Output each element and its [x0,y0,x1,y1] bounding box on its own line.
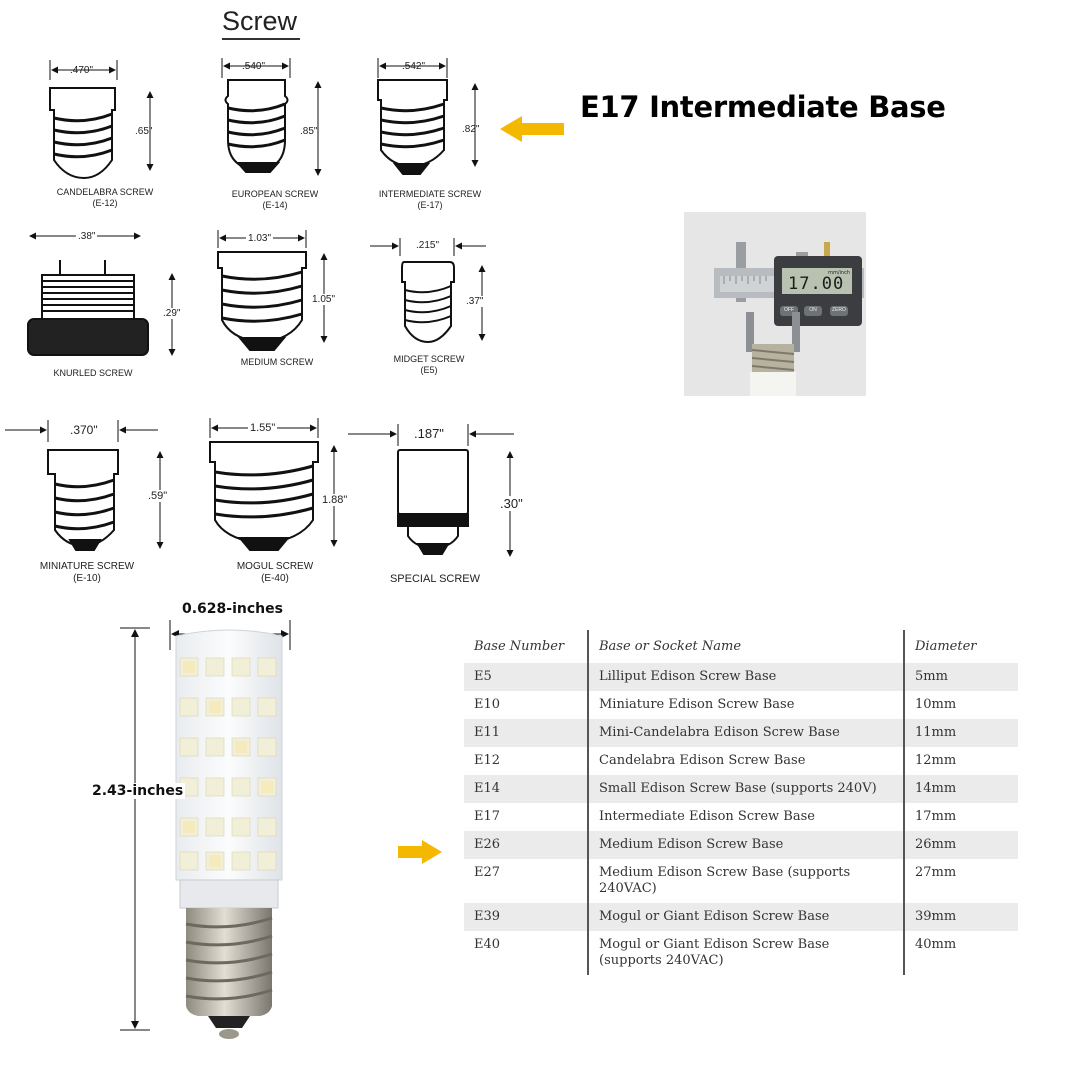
mogul-label: MOGUL SCREW(E-40) [236,561,314,584]
intermediate-width: .542" [402,61,426,72]
cell-base-name: Miniature Edison Screw Base [587,691,904,719]
candelabra-width: .470" [70,65,94,76]
european-screw-diagram [221,58,322,176]
cell-diameter: 11mm [903,719,1018,747]
header-diameter: Diameter [903,630,1018,663]
miniature-height: .59" [148,490,168,502]
candelabra-height: .65" [135,126,153,137]
cell-base-name: Mini-Candelabra Edison Screw Base [587,719,904,747]
caliper-units: mm/inch [828,270,850,276]
intermediate-screw-diagram [377,58,479,175]
base-table: Base Number Base or Socket Name Diameter… [464,630,1018,975]
special-label: SPECIAL SCREW [389,573,481,585]
cell-diameter: 5mm [903,663,1018,691]
special-width: .187" [414,426,444,441]
midget-height: .37" [466,296,484,307]
candelabra-screw-diagram [49,60,154,180]
midget-label: MIDGET SCREW(E5) [393,354,465,375]
cell-diameter: 12mm [903,747,1018,775]
headline: E17 Intermediate Base [580,90,946,124]
mogul-height: 1.88" [322,494,348,506]
cell-base-name: Intermediate Edison Screw Base [587,803,904,831]
european-label: EUROPEAN SCREW(E-14) [231,189,319,210]
caliper-reading: 17.00 [788,274,845,294]
knurled-width: .38" [76,231,98,242]
european-width: .540" [242,61,266,72]
cell-base-number: E11 [464,719,588,747]
arrow-right-icon [500,116,564,142]
midget-width: .215" [416,240,440,251]
cell-base-name: Mogul or Giant Edison Screw Base (suppor… [587,931,904,975]
miniature-label: MINIATURE SCREW(E-10) [39,561,135,584]
european-height: .85" [300,126,318,137]
caliper-photo: mm/inch 17.00 OFF ON ZERO [684,212,866,396]
header-base-name: Base or Socket Name [587,630,904,663]
knurled-height: .29" [163,308,181,319]
cell-base-name: Medium Edison Screw Base (supports 240VA… [587,859,904,903]
cell-diameter: 26mm [903,831,1018,859]
cell-diameter: 39mm [903,903,1018,931]
section-title: Screw [222,6,300,40]
cell-base-number: E40 [474,937,501,952]
special-screw-diagram [348,424,514,557]
cell-base-name: Mogul or Giant Edison Screw Base [587,903,904,931]
caliper-off-button: OFF [784,307,794,313]
mogul-screw-diagram [209,418,338,551]
cell-base-name: Small Edison Screw Base (supports 240V) [587,775,904,803]
medium-label: MEDIUM SCREW [240,357,314,367]
intermediate-label: INTERMEDIATE SCREW(E-17) [378,189,482,210]
cell-base-number: E14 [464,775,588,803]
header-base-number: Base Number [474,639,565,654]
cell-base-number: E26 [464,831,588,859]
bulb-width-label: 0.628-inches [180,601,285,617]
cell-base-number: E39 [464,903,588,931]
table-row: E40 Mogul or Giant Edison Screw Base (sup… [464,931,1018,975]
miniature-screw-diagram [5,420,164,551]
candelabra-label: CANDELABRA SCREW(E-12) [56,187,154,208]
caliper-zero-button: ZERO [832,307,846,313]
cell-base-number: E5 [464,663,588,691]
cell-diameter: 27mm [903,859,1018,903]
cell-diameter: 40mm [903,931,1018,975]
cell-diameter: 17mm [903,803,1018,831]
medium-screw-diagram [217,230,328,351]
screw-base-diagrams [5,58,514,557]
medium-height: 1.05" [312,294,336,305]
arrow-right-icon [398,840,442,864]
cell-base-number: E12 [474,753,501,768]
cell-base-name: Lilliput Edison Screw Base [587,663,904,691]
intermediate-height: .82" [462,124,480,135]
led-bulb-illustration [120,620,291,1039]
cell-base-name: Medium Edison Screw Base [587,831,904,859]
mogul-width: 1.55" [248,422,278,434]
cell-diameter: 14mm [903,775,1018,803]
bulb-height-label: 2.43-inches [90,783,186,799]
table-header-row: Base Number Base or Socket Name Diameter [464,630,1018,663]
knurled-screw-diagram [27,232,176,356]
caliper-on-button: ON [809,307,817,313]
cell-base-number: E10 [474,697,501,712]
cell-base-name: Candelabra Edison Screw Base [587,747,904,775]
miniature-width: .370" [70,423,98,437]
special-height: .30" [500,496,523,511]
midget-screw-diagram [370,238,486,344]
knurled-label: KNURLED SCREW [53,368,133,378]
cell-diameter: 10mm [903,691,1018,719]
table-row: E27 Medium Edison Screw Base (supports 24… [464,859,1018,903]
medium-width: 1.03" [246,233,274,244]
cell-base-number: E17 [474,809,501,824]
cell-base-number: E27 [474,865,501,880]
